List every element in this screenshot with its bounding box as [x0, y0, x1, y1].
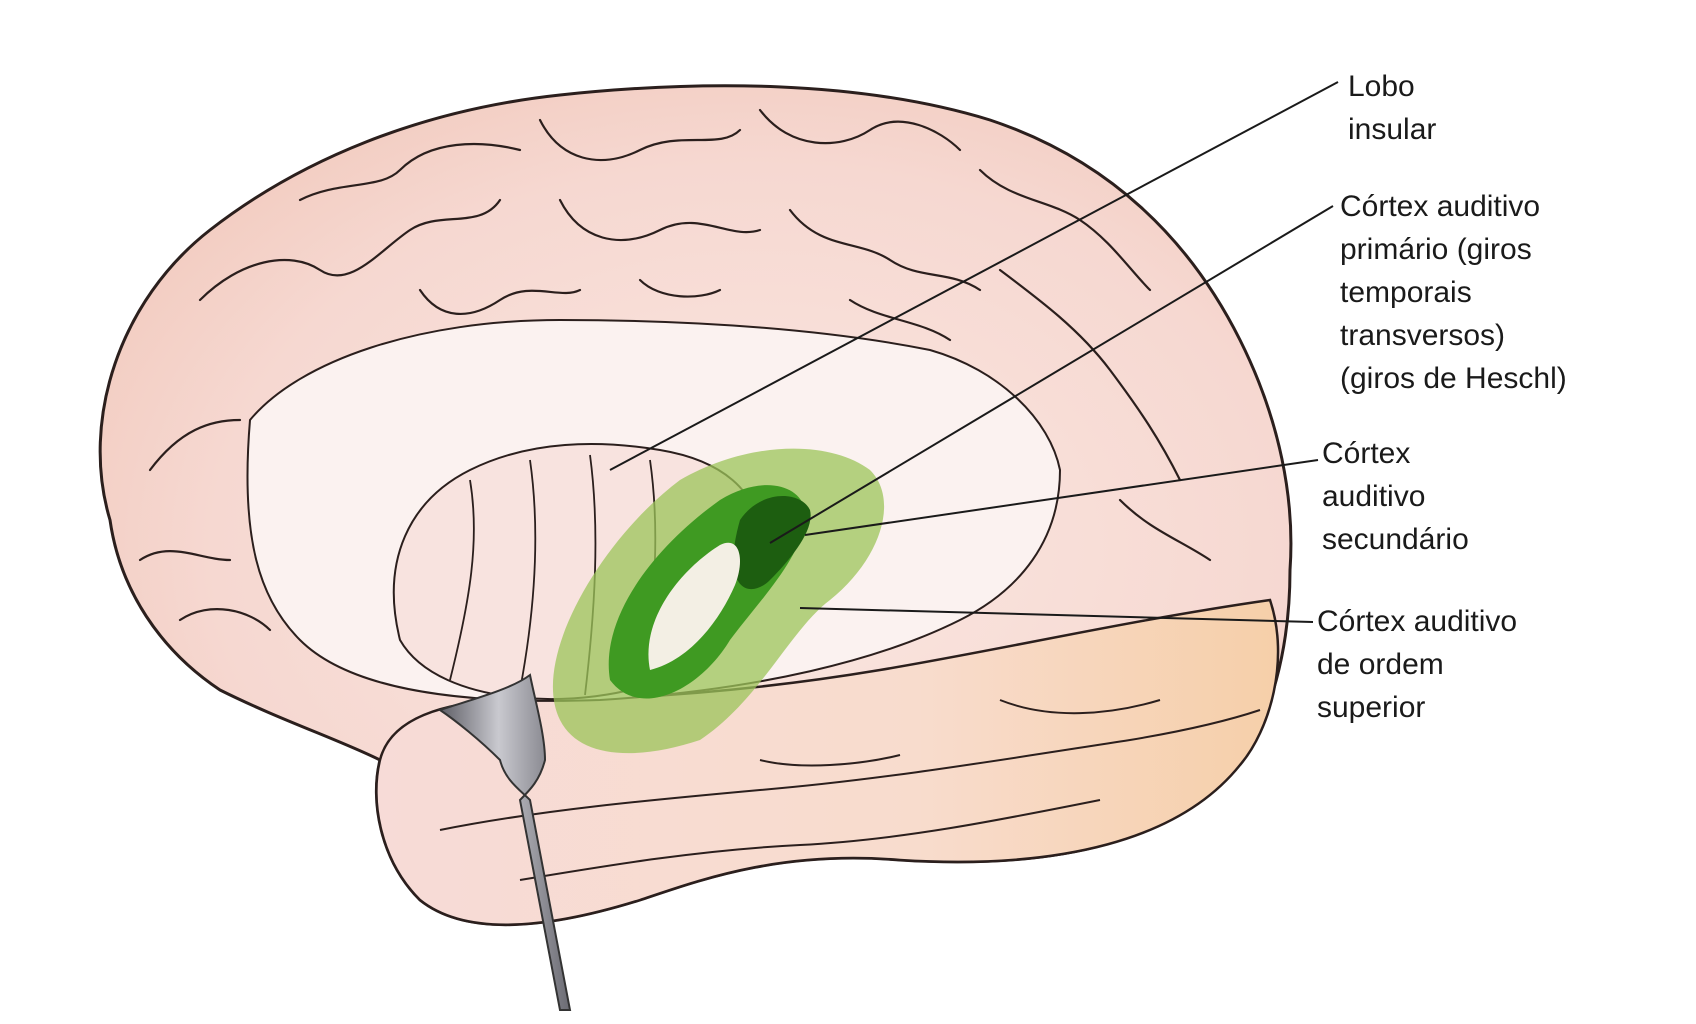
label-line: superior — [1317, 686, 1517, 729]
label-line: auditivo — [1322, 475, 1469, 518]
label-cortex-auditivo-secundario: Córtex auditivo secundário — [1322, 432, 1469, 561]
label-line: Córtex auditivo — [1340, 185, 1567, 228]
label-line: transversos) — [1340, 314, 1567, 357]
label-line: (giros de Heschl) — [1340, 357, 1567, 400]
label-lobo-insular: Lobo insular — [1348, 65, 1436, 151]
label-line: primário (giros — [1340, 228, 1567, 271]
label-line: secundário — [1322, 518, 1469, 561]
label-cortex-auditivo-primario: Córtex auditivo primário (giros temporai… — [1340, 185, 1567, 400]
label-line: insular — [1348, 108, 1436, 151]
label-line: temporais — [1340, 271, 1567, 314]
label-line: Lobo — [1348, 65, 1436, 108]
label-line: de ordem — [1317, 643, 1517, 686]
label-line: Córtex — [1322, 432, 1469, 475]
label-cortex-auditivo-ordem-superior: Córtex auditivo de ordem superior — [1317, 600, 1517, 729]
label-line: Córtex auditivo — [1317, 600, 1517, 643]
